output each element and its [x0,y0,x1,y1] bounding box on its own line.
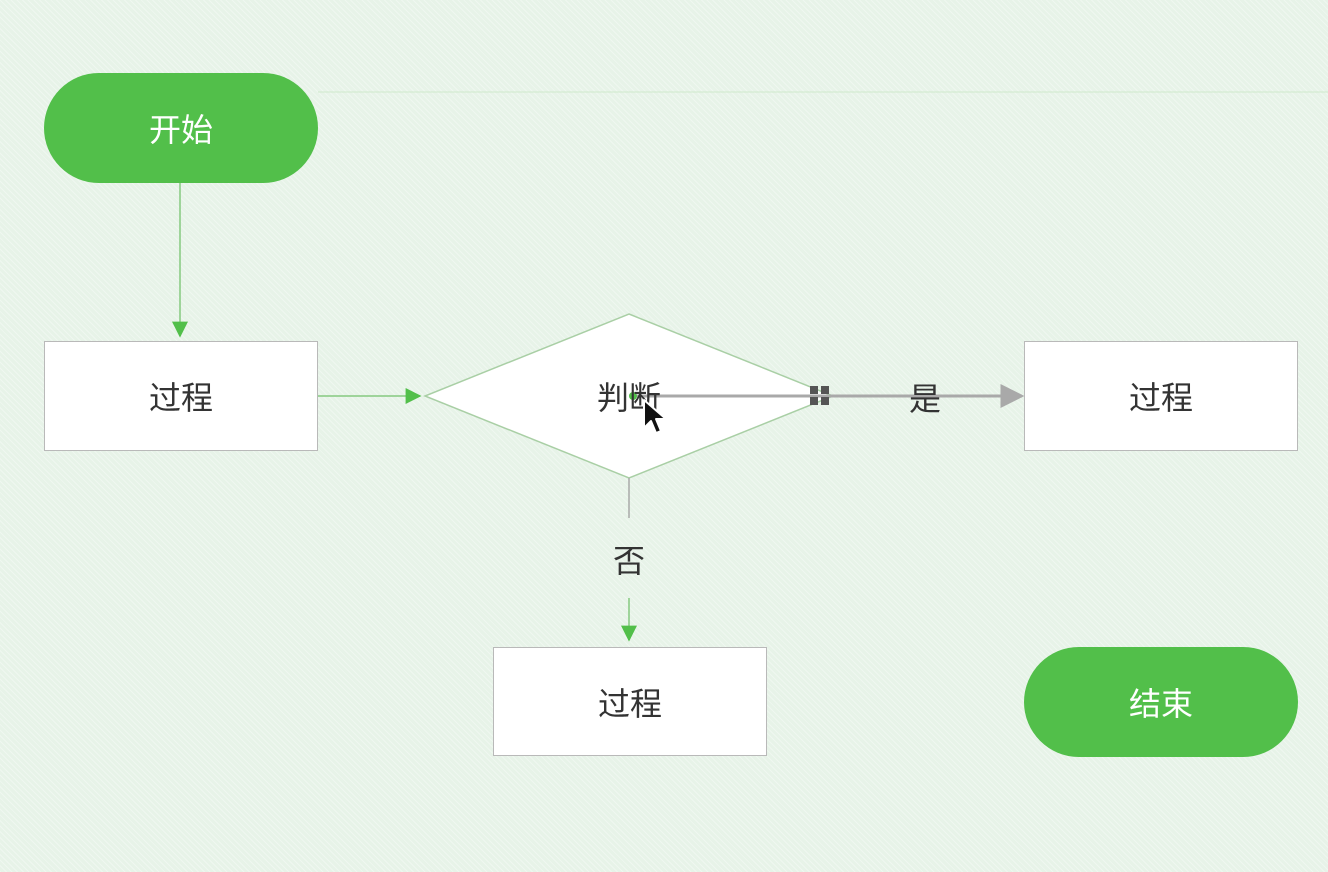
process-node-bottom[interactable]: 过程 [493,647,767,756]
end-node-label: 结束 [1128,685,1193,723]
connection-start-point[interactable] [629,392,637,400]
process-node-right[interactable]: 过程 [1024,341,1298,451]
start-node[interactable]: 开始 [44,73,318,183]
process-node-bottom-label: 过程 [597,684,662,723]
edge-no-label[interactable]: 否 [612,542,645,580]
process-node-right-label: 过程 [1128,379,1193,417]
process-node-left-label: 过程 [148,379,213,417]
connection-handle-icon[interactable] [810,386,829,405]
decision-label: 判断 [596,379,661,417]
arrow-cursor-icon [643,399,667,434]
start-node-label: 开始 [148,111,213,149]
process-node-left[interactable]: 过程 [44,341,318,451]
edge-yes-label[interactable]: 是 [908,380,941,418]
end-node[interactable]: 结束 [1024,647,1298,757]
